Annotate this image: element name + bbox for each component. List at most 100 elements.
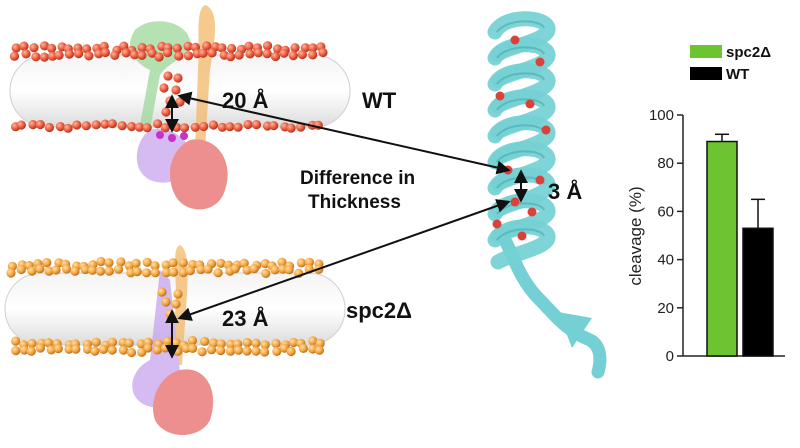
wt-headgroup [137,43,147,53]
wt-headgroup [28,120,38,130]
wt-headgroup [262,49,272,59]
spc2-headgroup [104,266,114,276]
spc2-headgroup [226,339,236,349]
helix-turn-shade [496,46,545,59]
wt-magenta-residue [168,134,176,142]
wt-headgroup [225,122,235,132]
wt-to-helix-arrow [177,91,511,175]
wt-headgroup [134,122,145,132]
wt-headgroup [174,51,184,61]
wt-headgroup [16,120,26,130]
wt-label: WT [362,88,397,113]
wt-headgroup [208,120,219,130]
spc2-headgroup [46,345,56,355]
spc2-headgroup [80,264,90,275]
wt-headgroup [207,48,217,58]
spc2-headgroup [142,257,152,267]
spc2-headgroup [206,345,217,355]
spc2-headgroup [124,338,134,348]
wt-headgroup [251,120,262,130]
chart-y-axis-title: cleavage (%) [626,186,645,285]
spc2-headgroup [150,261,160,271]
spc2-headgroup [116,257,126,267]
wt-headgroup [91,120,101,130]
spc2-headgroup [141,268,152,278]
wt-headgroup [227,43,237,54]
spc2-headgroup [96,256,106,267]
wt-headgroup [21,49,31,59]
spc2-headgroup [171,299,181,309]
spc2-headgroup [35,343,46,353]
spc2-headgroup [242,346,252,356]
wt-headgroup [183,41,193,51]
spc2-headgroup [107,337,117,347]
spc2-headgroup [271,338,281,349]
wt-headgroup [165,96,175,106]
spc2-headgroup [107,345,117,355]
wt-headgroup [244,41,254,51]
wt-headgroup [286,123,296,133]
spc2-headgroup [296,258,306,268]
spc2-headgroup [62,264,72,274]
wt-headgroup [153,119,163,129]
spc2-headgroup [168,258,178,268]
spc2-headgroup [143,343,153,353]
spc2-headgroup [203,264,213,274]
spc2-headgroup [249,264,259,274]
spc2-headgroup [270,265,280,275]
wt-headgroup [279,48,289,58]
spc2-headgroup [188,343,198,353]
wt-headgroup [173,73,183,83]
spc2-headgroup [104,258,114,268]
spc2-headgroup [213,268,223,278]
helix-residue [535,57,545,67]
spc2-headgroup [168,267,179,277]
wt-headgroup [127,121,137,132]
wt-headgroup [142,123,152,133]
spc2-membrane: 23 Å spc2Δ [4,245,412,435]
spc2-headgroup [260,340,270,350]
helix-residue [517,231,527,241]
spc2-headgroup [251,338,261,348]
wt-headgroup [107,119,117,129]
spc2-protein-purple [132,270,183,408]
spc2-headgroup [11,336,21,346]
wt-magenta-residue [156,131,164,139]
wt-headgroup [308,43,318,53]
wt-headgroup [308,50,318,60]
y-tick-label: 0 [666,348,674,365]
spc2-headgroup [152,345,162,355]
wt-headgroup [202,41,212,51]
wt-headgroup [84,51,94,61]
spc2-headgroup [314,345,324,355]
wt-headgroup [154,52,164,62]
spc2-headgroup [87,265,97,275]
wt-headgroup [64,49,74,59]
legend-swatch [690,67,722,80]
spc2-headgroup [42,258,52,268]
bar [706,140,738,357]
spc2-headgroup [178,258,188,268]
wt-headgroup [81,121,91,131]
legend-label: WT [726,66,749,83]
wt-headgroup [233,122,243,132]
wt-headgroup [199,121,209,132]
wt-headgroup [44,122,55,133]
spc2-headgroup [91,337,101,347]
wt-headgroup [269,121,279,131]
spc2-headgroup [98,344,109,354]
wt-headgroup [253,48,263,58]
spc2-thickness-label: 23 Å [222,305,269,331]
spc2-headgroup [131,258,141,268]
spc2-headgroup [157,287,167,297]
wt-magenta-residue [180,132,188,140]
wt-headgroup [172,43,182,53]
spc2-headgroup [284,265,294,275]
legend-swatch [690,45,722,58]
wt-headgroup [245,49,255,59]
spc2-headgroup [71,344,81,354]
spc2-headgroup [308,336,318,346]
wt-headgroup [100,119,110,129]
